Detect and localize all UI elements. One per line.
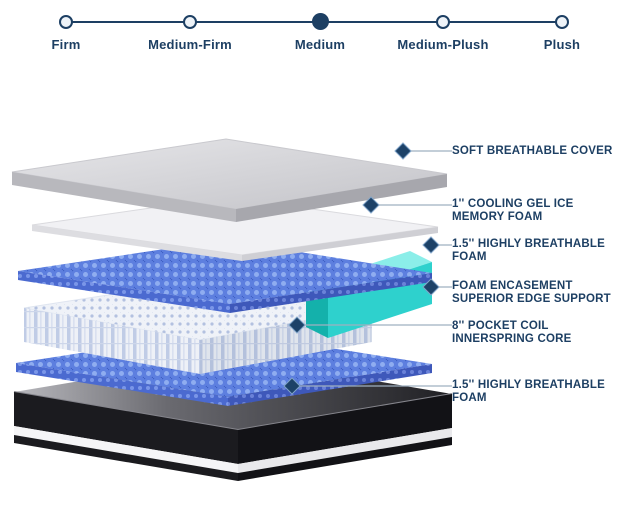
callout-line: 1.5'' HIGHLY BREATHABLE — [452, 379, 605, 391]
callout-pocket-coil-core: 8'' POCKET COIL INNERSPRING CORE — [452, 320, 638, 346]
firmness-option-medium-firm: Medium-Firm — [125, 13, 255, 52]
firmness-dot-wrap — [183, 13, 197, 30]
firmness-scale: Firm Medium-Firm Medium Medium-Plush Plu… — [0, 4, 640, 66]
firmness-label-plush: Plush — [543, 37, 581, 52]
callout-line: SUPERIOR EDGE SUPPORT — [452, 293, 611, 305]
diamond-marker — [422, 236, 440, 254]
firmness-option-plush: Plush — [497, 13, 627, 52]
firmness-label-medium: Medium — [294, 37, 346, 52]
callout-line: INNERSPRING CORE — [452, 333, 572, 345]
callout-line: FOAM ENCASEMENT — [452, 280, 573, 292]
callout-line: MEMORY FOAM — [452, 211, 543, 223]
foam-bottom-right-face — [228, 364, 432, 406]
base-white-stripe-right — [238, 428, 452, 473]
callout-line: 1.5'' HIGHLY BREATHABLE — [452, 238, 605, 250]
base-white-stripe-left — [14, 426, 238, 473]
callout-line: FOAM — [452, 392, 487, 404]
foam-top-top-face — [18, 240, 432, 304]
firmness-label-firm: Firm — [51, 37, 81, 52]
base-left-face — [14, 392, 238, 464]
diamond-marker — [288, 316, 306, 334]
callout-breathable-foam-top: 1.5'' HIGHLY BREATHABLE FOAM — [452, 238, 638, 264]
foam-bottom-left-face — [16, 363, 228, 406]
callout-soft-breathable-cover: SOFT BREATHABLE COVER — [452, 145, 638, 158]
firmness-dot-medium-firm — [183, 14, 197, 29]
firmness-label-medium-firm: Medium-Firm — [148, 37, 232, 52]
diamond-markers — [283, 142, 440, 395]
diamond-marker — [283, 377, 301, 395]
callout-line: FOAM — [452, 251, 487, 263]
diamond-marker — [394, 142, 412, 160]
firmness-dot-plush — [555, 14, 569, 29]
firmness-dot-wrap — [59, 13, 73, 30]
firmness-option-firm: Firm — [1, 13, 131, 52]
memory-foam-right-face — [242, 227, 438, 261]
firmness-dot-wrap — [555, 13, 569, 30]
layer-cover — [11, 138, 448, 222]
firmness-option-medium-plush: Medium-Plush — [378, 13, 508, 52]
callout-line: SOFT BREATHABLE COVER — [452, 145, 613, 157]
cover-right-face — [236, 174, 447, 222]
firmness-option-medium: Medium — [255, 13, 385, 52]
foam-top-right-face — [230, 273, 432, 313]
callout-breathable-foam-bottom: 1.5'' HIGHLY BREATHABLE FOAM — [452, 379, 638, 405]
firmness-dot-firm — [59, 14, 73, 29]
callout-cooling-gel-memory-foam: 1'' COOLING GEL ICE MEMORY FOAM — [452, 198, 638, 224]
firmness-dot-wrap — [311, 13, 329, 30]
callout-foam-encasement: FOAM ENCASEMENT SUPERIOR EDGE SUPPORT — [452, 280, 638, 306]
base-foot-left — [14, 435, 238, 481]
firmness-dot-medium-plush — [436, 14, 450, 29]
firmness-dot-wrap — [436, 13, 450, 30]
base-right-face — [238, 394, 452, 464]
diamond-marker — [362, 196, 380, 214]
cover-top-face — [11, 138, 448, 210]
diamond-marker — [422, 278, 440, 296]
layer-breathable-foam-top — [18, 240, 432, 313]
layer-memory-foam — [31, 196, 439, 261]
memory-foam-left-face — [32, 225, 242, 261]
base-foot-right — [238, 437, 452, 481]
cover-left-face — [12, 172, 236, 222]
firmness-dot-medium-selected — [311, 13, 329, 30]
callout-line: 1'' COOLING GEL ICE — [452, 198, 574, 210]
foam-top-left-face — [18, 271, 230, 313]
callout-line: 8'' POCKET COIL — [452, 320, 549, 332]
coil-left-face — [24, 308, 200, 374]
firmness-label-medium-plush: Medium-Plush — [397, 37, 489, 52]
